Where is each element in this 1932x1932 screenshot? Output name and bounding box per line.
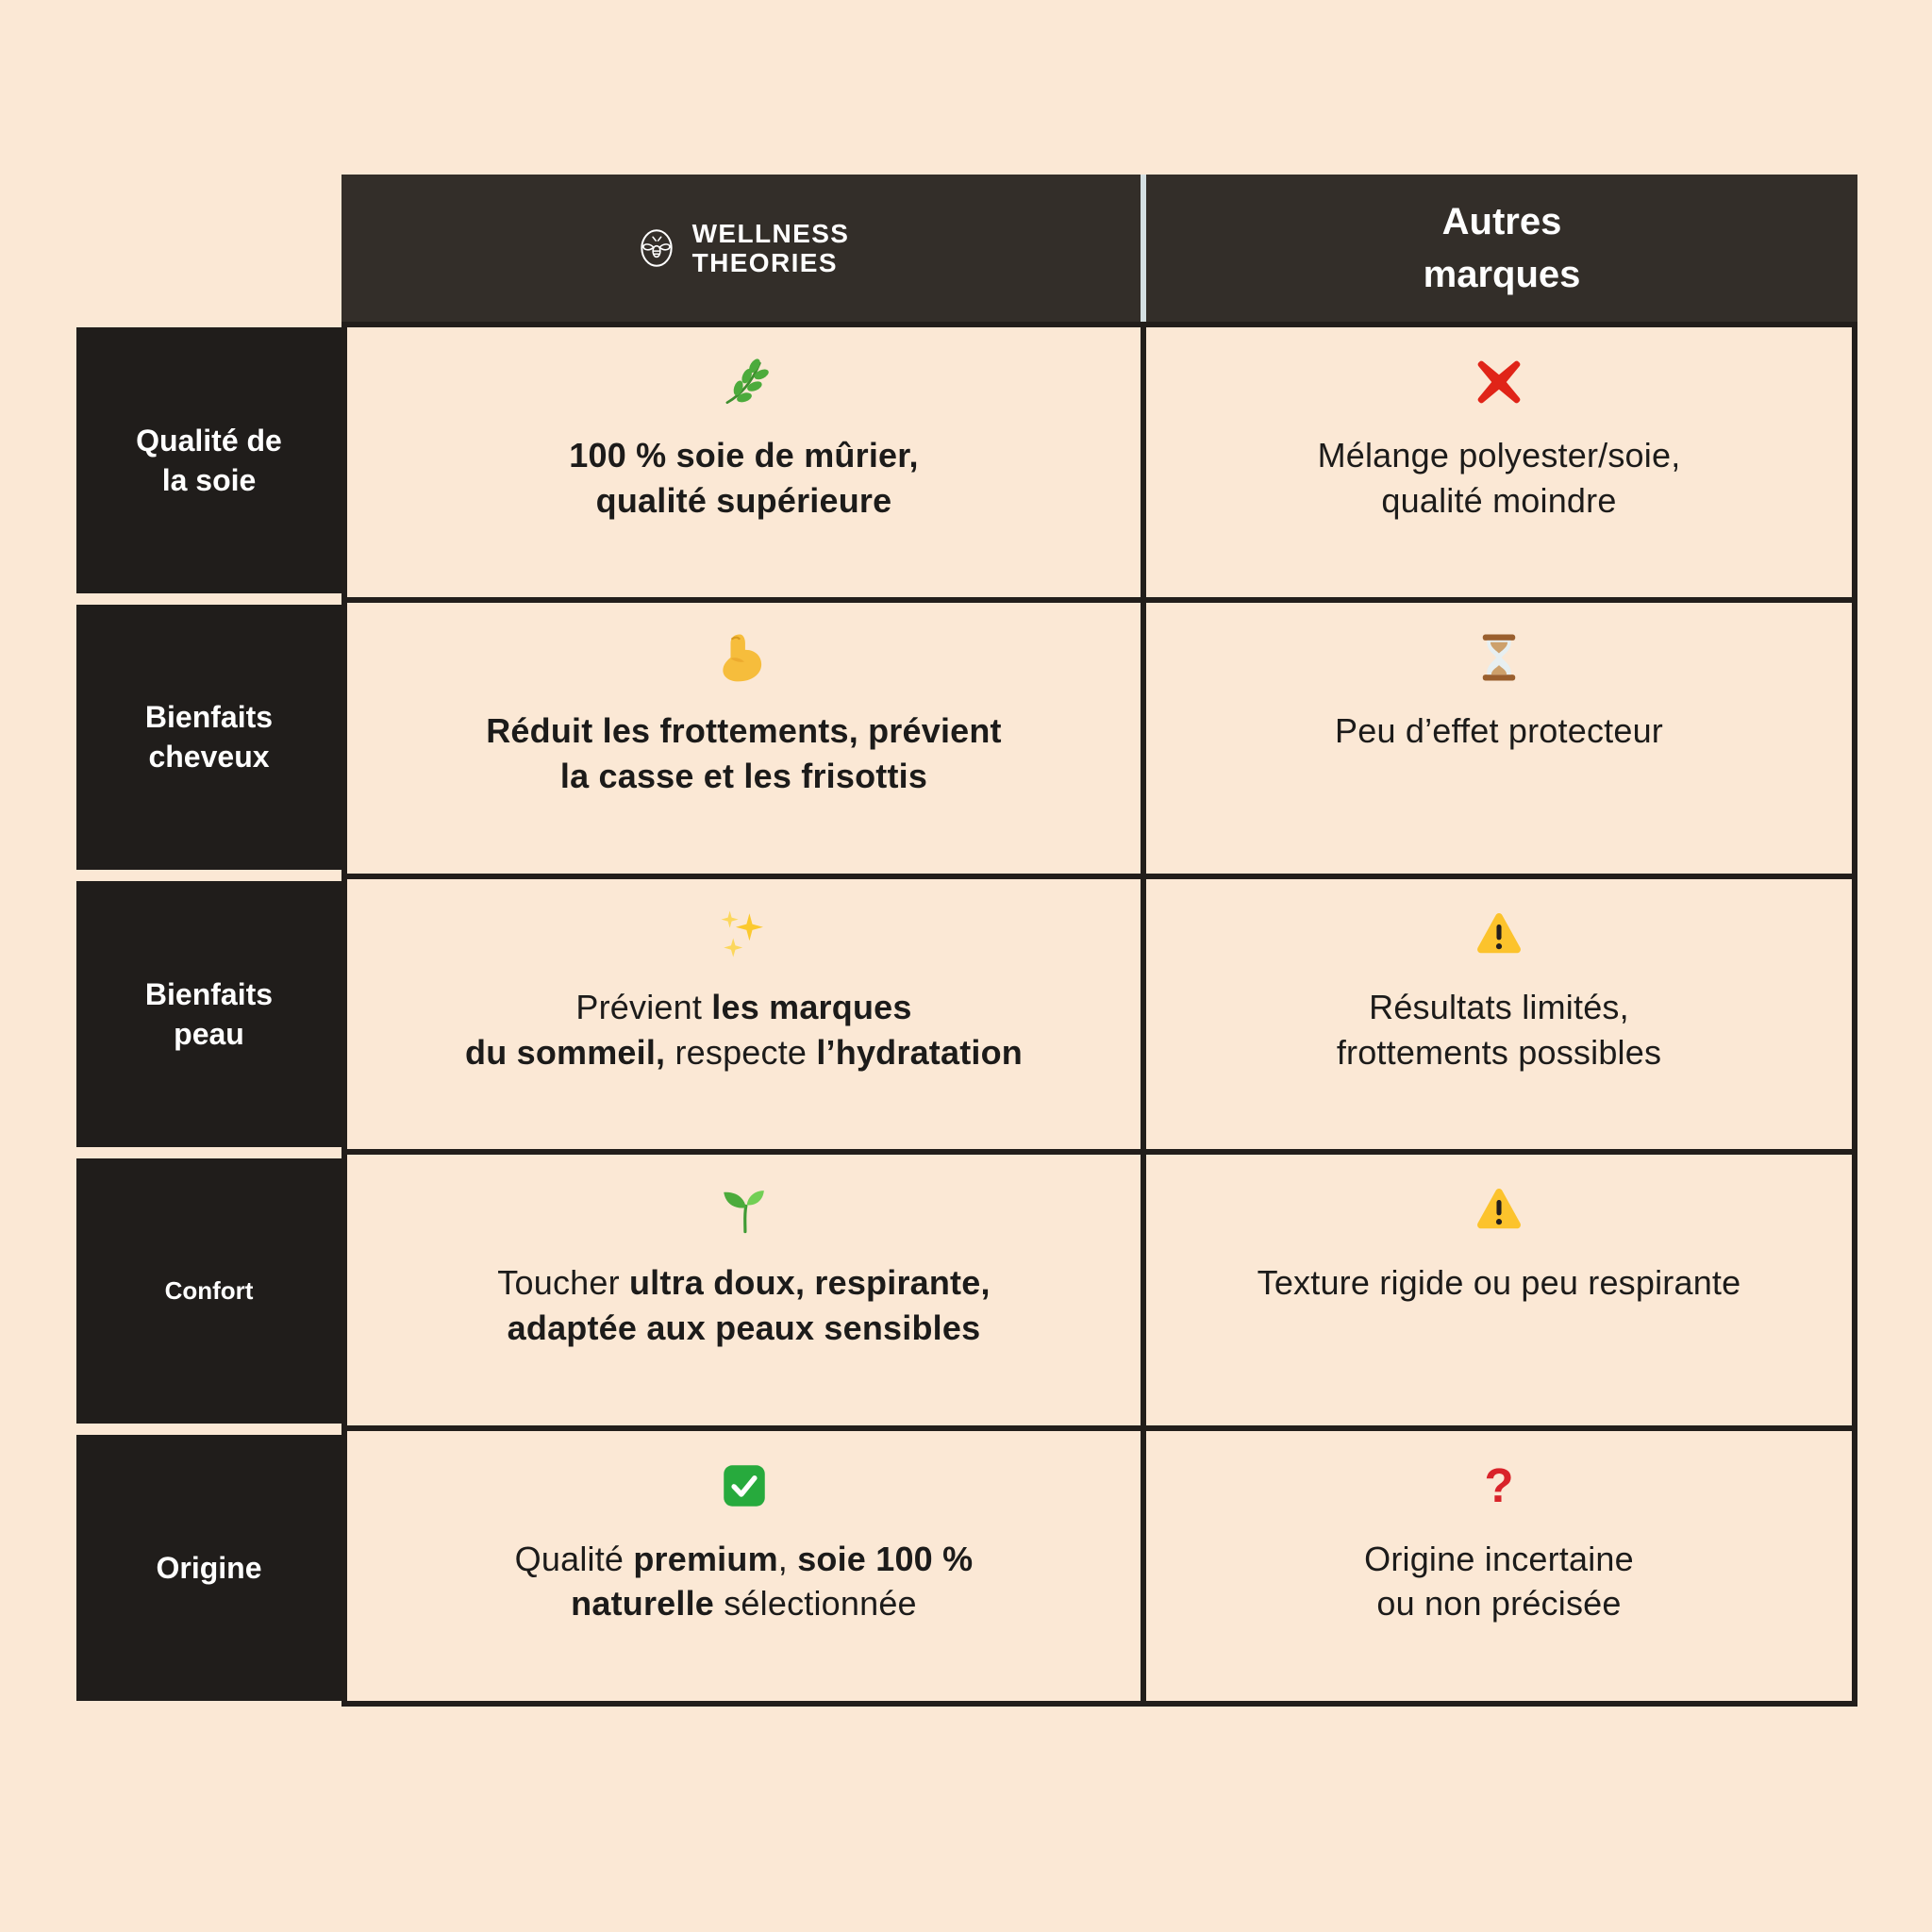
header-divider (1141, 175, 1146, 322)
cell-text: 100 % soie de mûrier, qualité supérieure (569, 436, 919, 520)
competitor-name-line1: Autres (1441, 201, 1562, 242)
competitor-name: Autres marques (1424, 195, 1581, 301)
seedling-icon (717, 1181, 772, 1238)
row-labels-column: Qualité de la soie Bienfaits cheveux Bie… (76, 327, 341, 1701)
row-label-cell-3: Bienfaits peau (76, 881, 341, 1147)
brand-name-line1: WELLNESS (691, 218, 850, 248)
competitor-name-line2: marques (1423, 254, 1581, 295)
check-mark-icon (717, 1457, 772, 1514)
row-label-cell-2: Bienfaits cheveux (76, 604, 341, 871)
cross-mark-icon (1472, 354, 1526, 410)
cell-text: Toucher ultra doux, respirante, adaptée … (497, 1263, 991, 1348)
cell-text: Résultats limités, frottements possibles (1336, 987, 1662, 1072)
cell-text: Réduit les frottements, prévient la cass… (486, 711, 1002, 796)
hourglass-icon (1472, 629, 1526, 686)
row-label-cell-5: Origine (76, 1435, 341, 1701)
bee-logo-icon (633, 225, 680, 272)
row-label: Confort (164, 1276, 254, 1306)
wellness-cell-row-3: Prévient les marques du sommeil, respect… (347, 878, 1141, 1150)
comparison-grid: 100 % soie de mûrier, qualité supérieure… (341, 322, 1857, 1707)
cell-text: Texture rigide ou peu respirante (1257, 1263, 1741, 1303)
row-label: Bienfaits cheveux (144, 700, 274, 774)
cell-text: Origine incertaine ou non précisée (1364, 1539, 1634, 1624)
cell-text: Mélange polyester/soie, qualité moindre (1317, 436, 1681, 520)
cell-text: Qualité premium, soie 100 % naturelle sé… (514, 1539, 974, 1624)
brand-name: WELLNESS THEORIES (692, 219, 850, 278)
sparkles-icon (717, 906, 772, 962)
cell-text: Peu d’effet protecteur (1335, 711, 1663, 751)
header-brand-cell: WELLNESS THEORIES (341, 175, 1141, 322)
row-label-cell-1: Qualité de la soie (76, 327, 341, 593)
wellness-cell-row-4: Toucher ultra doux, respirante, adaptée … (347, 1155, 1141, 1425)
row-label: Bienfaits peau (144, 976, 274, 1051)
table-header-row: WELLNESS THEORIES Autres marques (341, 175, 1857, 322)
row-label-cell-4: Confort (76, 1158, 341, 1424)
other-brands-cell-row-3: Résultats limités, frottements possibles (1146, 878, 1852, 1150)
row-label: Qualité de la soie (136, 423, 282, 497)
wellness-cell-row-1: 100 % soie de mûrier, qualité supérieure (347, 327, 1141, 598)
question-mark-icon: ? (1472, 1457, 1526, 1514)
warning-icon (1472, 906, 1526, 962)
wellness-cell-row-2: Réduit les frottements, prévient la cass… (347, 603, 1141, 874)
brand-name-line2: THEORIES (691, 248, 838, 277)
other-brands-cell-row-1: Mélange polyester/soie, qualité moindre (1146, 327, 1852, 598)
cell-text: Prévient les marques du sommeil, respect… (465, 987, 1023, 1072)
other-brands-cell-row-2: Peu d’effet protecteur (1146, 603, 1852, 874)
herb-icon (717, 354, 772, 410)
other-brands-cell-row-4: Texture rigide ou peu respirante (1146, 1155, 1852, 1425)
wellness-cell-row-5: Qualité premium, soie 100 % naturelle sé… (347, 1430, 1141, 1701)
flexed-biceps-icon (717, 629, 772, 686)
row-label: Origine (156, 1551, 262, 1586)
warning-icon (1472, 1181, 1526, 1238)
header-competitor-cell: Autres marques (1146, 175, 1857, 322)
brand-lockup: WELLNESS THEORIES (633, 219, 850, 278)
other-brands-cell-row-5: ? Origine incertaine ou non précisée (1146, 1430, 1852, 1701)
svg-text:?: ? (1484, 1458, 1513, 1512)
